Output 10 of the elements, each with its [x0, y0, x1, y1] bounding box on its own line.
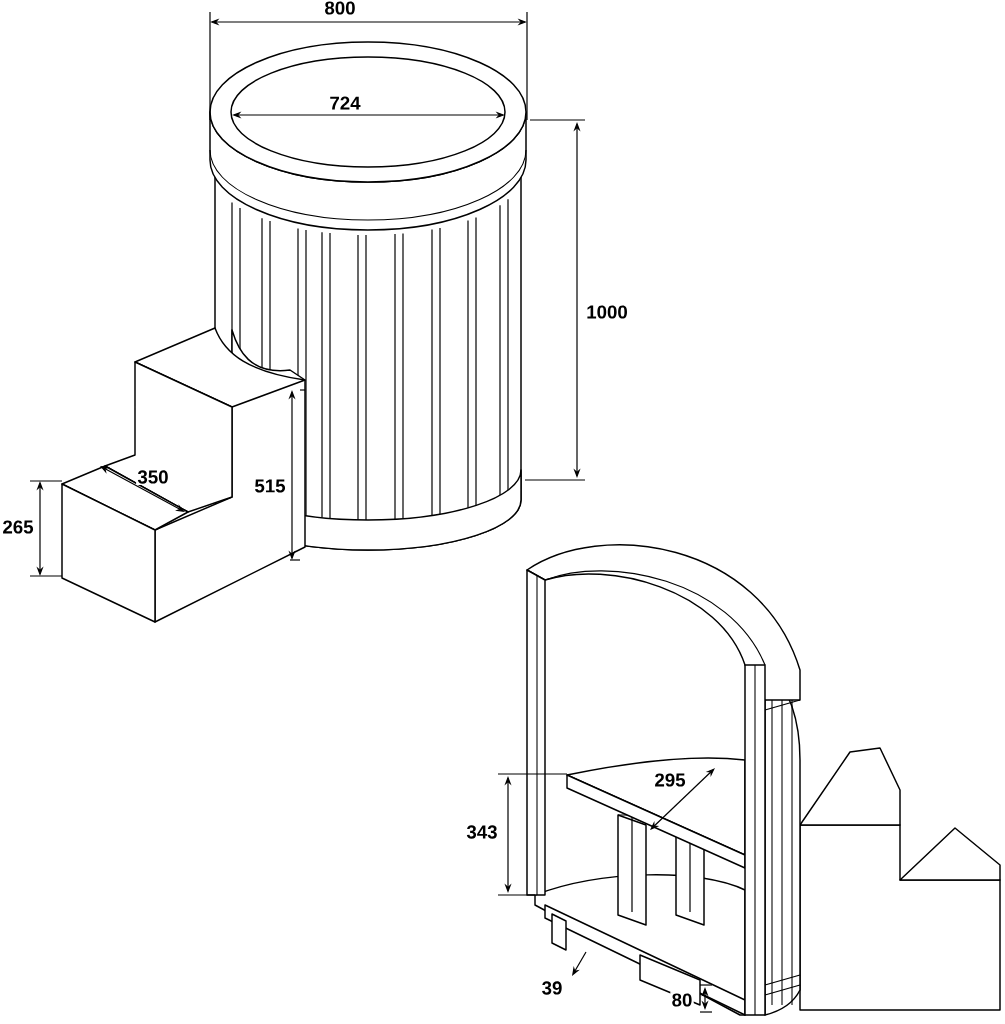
dimension-label: 1000	[584, 304, 630, 320]
dimension-label: 800	[323, 0, 357, 16]
dimension-label: 80	[670, 992, 694, 1008]
dimension-label: 350	[136, 469, 170, 485]
dimension-label: 295	[653, 772, 687, 788]
dimension-label: 343	[465, 824, 499, 840]
dimension-label: 265	[1, 519, 35, 535]
dimension-label: 515	[253, 478, 287, 494]
dimension-label: 724	[328, 95, 362, 111]
dimension-label: 39	[540, 980, 564, 996]
